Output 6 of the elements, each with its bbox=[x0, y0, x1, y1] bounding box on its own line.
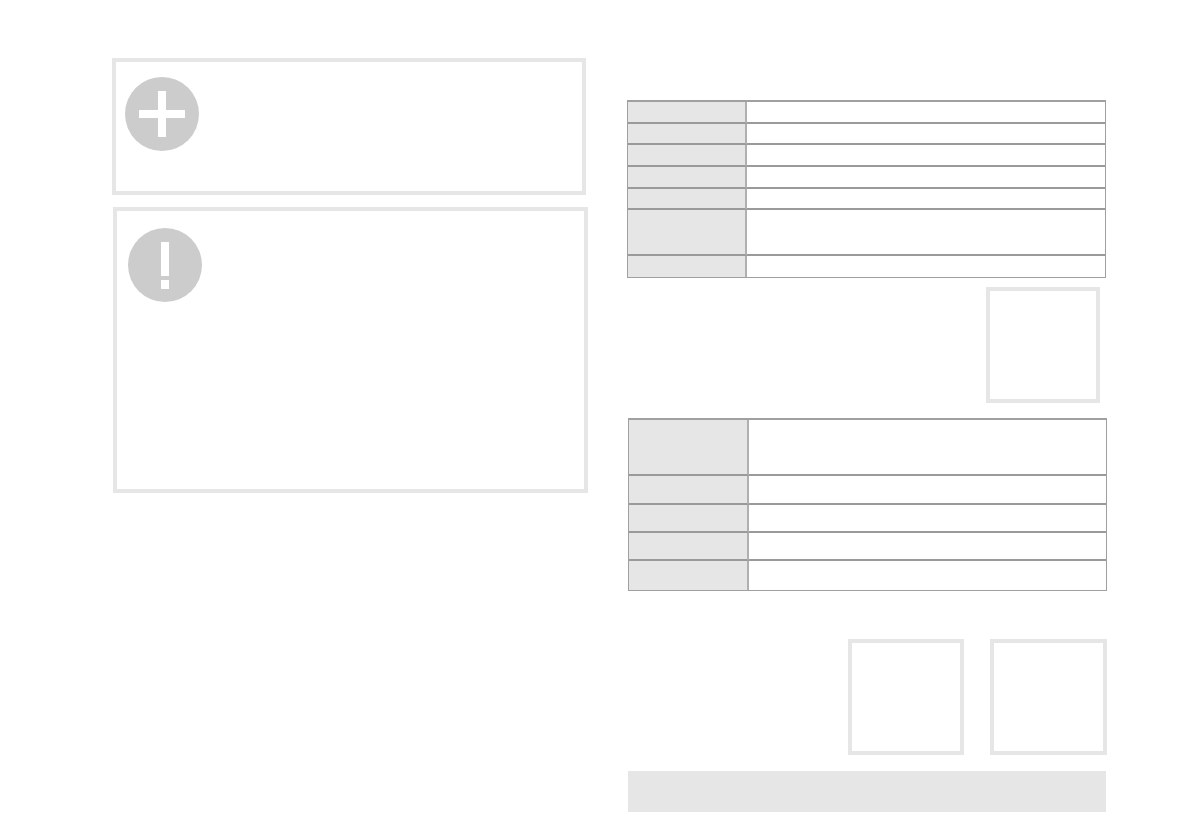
empty-frame bbox=[112, 58, 586, 195]
empty-frame bbox=[990, 639, 1107, 755]
empty-frame bbox=[986, 287, 1100, 403]
footer-band bbox=[628, 771, 1106, 812]
empty-frame bbox=[113, 207, 588, 493]
empty-frame bbox=[848, 639, 964, 755]
